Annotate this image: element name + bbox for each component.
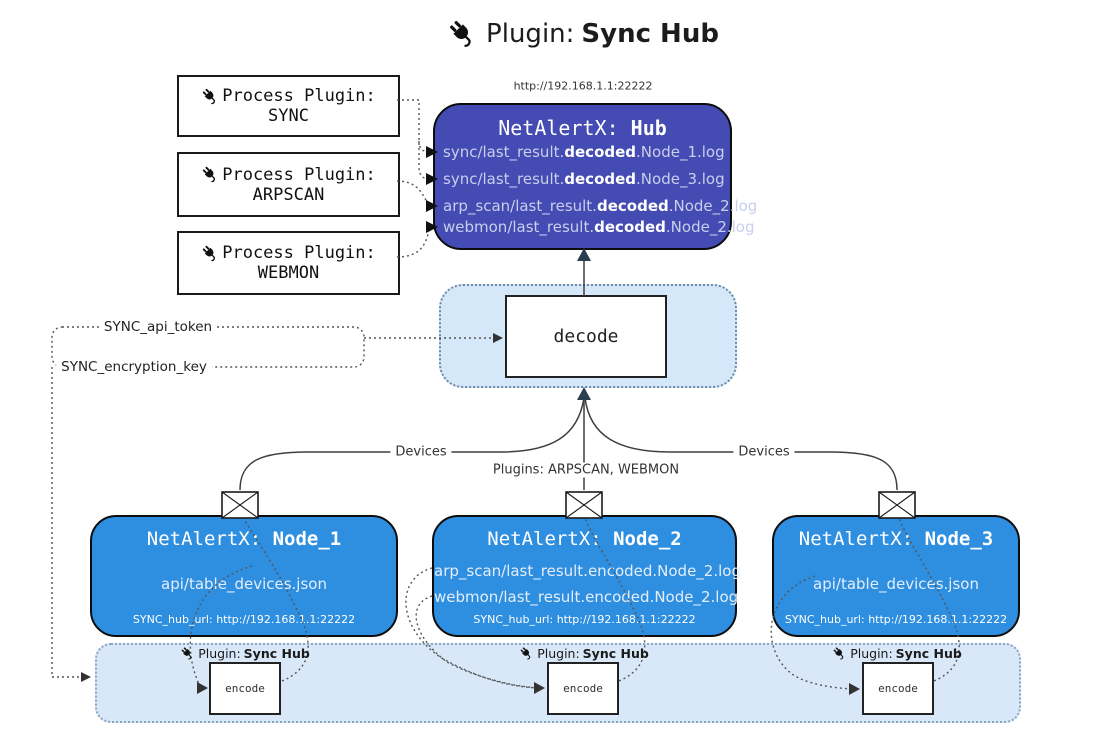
- node-files: api/table_devices.json: [774, 571, 1018, 597]
- encode-box-3: encode: [862, 662, 934, 715]
- process-plugin-arpscan: Process Plugin: ARPSCAN: [177, 152, 400, 217]
- process-plugin-label: Process Plugin:: [222, 86, 376, 106]
- node-2: NetAlertX: Node_2 arp_scan/last_result.e…: [432, 515, 741, 637]
- node-title-name: Node_2: [613, 528, 682, 550]
- process-plugin-name: SYNC: [268, 106, 309, 126]
- node-hub-url: SYNC_hub_url: http://192.168.1.1:22222: [132, 613, 356, 626]
- log-post: .Node_2.log: [668, 197, 758, 215]
- node-file: api/table_devices.json: [161, 575, 327, 593]
- node-hub-url: SYNC_hub_url: http://192.168.1.1:22222: [784, 613, 1008, 626]
- sync-encryption-key-label: SYNC_encryption_key: [56, 359, 212, 375]
- plugin-name: Sync Hub: [582, 646, 649, 661]
- process-plugin-label-row: Process Plugin:: [201, 243, 376, 263]
- hub-title-prefix: NetAlertX:: [498, 116, 619, 140]
- node-title-name: Node_1: [272, 528, 342, 550]
- process-plugin-name: WEBMON: [257, 263, 320, 283]
- node-title: NetAlertX: Node_3: [774, 528, 1018, 550]
- process-plugin-sync: Process Plugin: SYNC: [177, 75, 400, 137]
- node-file: arp_scan/last_result.encoded.Node_2.log: [434, 562, 741, 580]
- node-title-prefix: NetAlertX:: [146, 528, 262, 550]
- log-post: .Node_3.log: [636, 170, 725, 188]
- hub-log-entry: sync/last_result.decoded.Node_1.log: [443, 143, 725, 161]
- sync-api-token-label: SYNC_api_token: [98, 319, 218, 335]
- encode-box-2: encode: [547, 662, 619, 715]
- node-title-prefix: NetAlertX:: [798, 528, 914, 550]
- plug-icon: [447, 18, 477, 48]
- hub-url-label: http://192.168.1.1:22222: [509, 79, 657, 93]
- plugin-name: Sync Hub: [243, 646, 310, 661]
- page-title: Plugin: Sync Hub: [447, 18, 719, 50]
- hub-log-entry: sync/last_result.decoded.Node_3.log: [443, 170, 725, 188]
- arrowhead-into-decode-area: [577, 387, 591, 400]
- plug-icon: [201, 86, 219, 105]
- hub-log-entry: arp_scan/last_result.decoded.Node_2.log: [443, 197, 757, 215]
- node-files: api/table_devices.json: [92, 571, 396, 597]
- edge-sync-to-log2: [397, 99, 429, 180]
- log-post: .Node_2.log: [665, 218, 755, 236]
- hub-log-entry: webmon/last_result.decoded.Node_2.log: [443, 218, 755, 236]
- node-files: arp_scan/last_result.encoded.Node_2.log …: [434, 558, 741, 610]
- log-pre: webmon/last_result.: [443, 218, 595, 236]
- page-title-name: Sync Hub: [581, 19, 719, 49]
- log-em: decoded: [564, 143, 637, 161]
- plug-icon: [180, 646, 195, 660]
- log-pre: sync/last_result.: [443, 143, 565, 161]
- edge-label-devices-right: Devices: [733, 444, 795, 460]
- node-title: NetAlertX: Node_1: [92, 528, 396, 550]
- edge-webmon-to-log4: [396, 230, 430, 258]
- plug-icon: [201, 243, 219, 262]
- plugin-label: Plugin:: [850, 646, 893, 661]
- process-plugin-label: Process Plugin:: [222, 243, 376, 263]
- process-plugin-webmon: Process Plugin: WEBMON: [177, 231, 400, 295]
- log-em: decoded: [594, 218, 666, 236]
- arrowhead-into-band: [81, 672, 91, 682]
- process-plugin-label-row: Process Plugin:: [201, 86, 376, 106]
- log-pre: sync/last_result.: [443, 170, 565, 188]
- node-file: api/table_devices.json: [813, 575, 979, 593]
- hub-title: NetAlertX: Hub: [435, 116, 730, 140]
- edge-sync-to-log1: [418, 140, 429, 153]
- plug-icon: [519, 646, 534, 660]
- edge-arpscan-to-log3: [396, 180, 430, 206]
- encode-plugin-label-1: Plugin: Sync Hub: [180, 646, 310, 661]
- plugin-name: Sync Hub: [895, 646, 962, 661]
- plug-icon: [832, 646, 847, 660]
- encode-plugin-label-3: Plugin: Sync Hub: [832, 646, 962, 661]
- plugin-label: Plugin:: [198, 646, 241, 661]
- log-em: decoded: [564, 170, 637, 188]
- node-title-name: Node_3: [924, 528, 994, 550]
- page-title-label: Plugin:: [486, 19, 575, 49]
- edge-label-plugins: Plugins: ARPSCAN, WEBMON: [487, 462, 685, 478]
- log-pre: arp_scan/last_result.: [443, 197, 597, 215]
- encode-box-1: encode: [209, 662, 281, 715]
- log-em: decoded: [596, 197, 669, 215]
- log-post: .Node_1.log: [636, 143, 725, 161]
- encode-plugin-label-2: Plugin: Sync Hub: [519, 646, 649, 661]
- node-file: webmon/last_result.encoded.Node_2.log: [434, 588, 739, 606]
- node-hub-url: SYNC_hub_url: http://192.168.1.1:22222: [473, 613, 696, 626]
- node-3: NetAlertX: Node_3 api/table_devices.json…: [772, 515, 1020, 637]
- node-title: NetAlertX: Node_2: [434, 528, 735, 550]
- hub-title-name: Hub: [630, 116, 667, 140]
- edge-label-devices-left: Devices: [390, 444, 452, 460]
- node-title-prefix: NetAlertX:: [487, 528, 602, 550]
- plug-icon: [201, 165, 219, 183]
- edge-key-to-encode-band: [51, 367, 82, 678]
- plugin-label: Plugin:: [537, 646, 580, 661]
- process-plugin-label-row: Process Plugin:: [201, 165, 376, 185]
- node-1: NetAlertX: Node_1 api/table_devices.json…: [90, 515, 398, 637]
- process-plugin-name: ARPSCAN: [252, 184, 325, 205]
- process-plugin-label: Process Plugin:: [222, 164, 376, 185]
- decode-box: decode: [505, 295, 667, 378]
